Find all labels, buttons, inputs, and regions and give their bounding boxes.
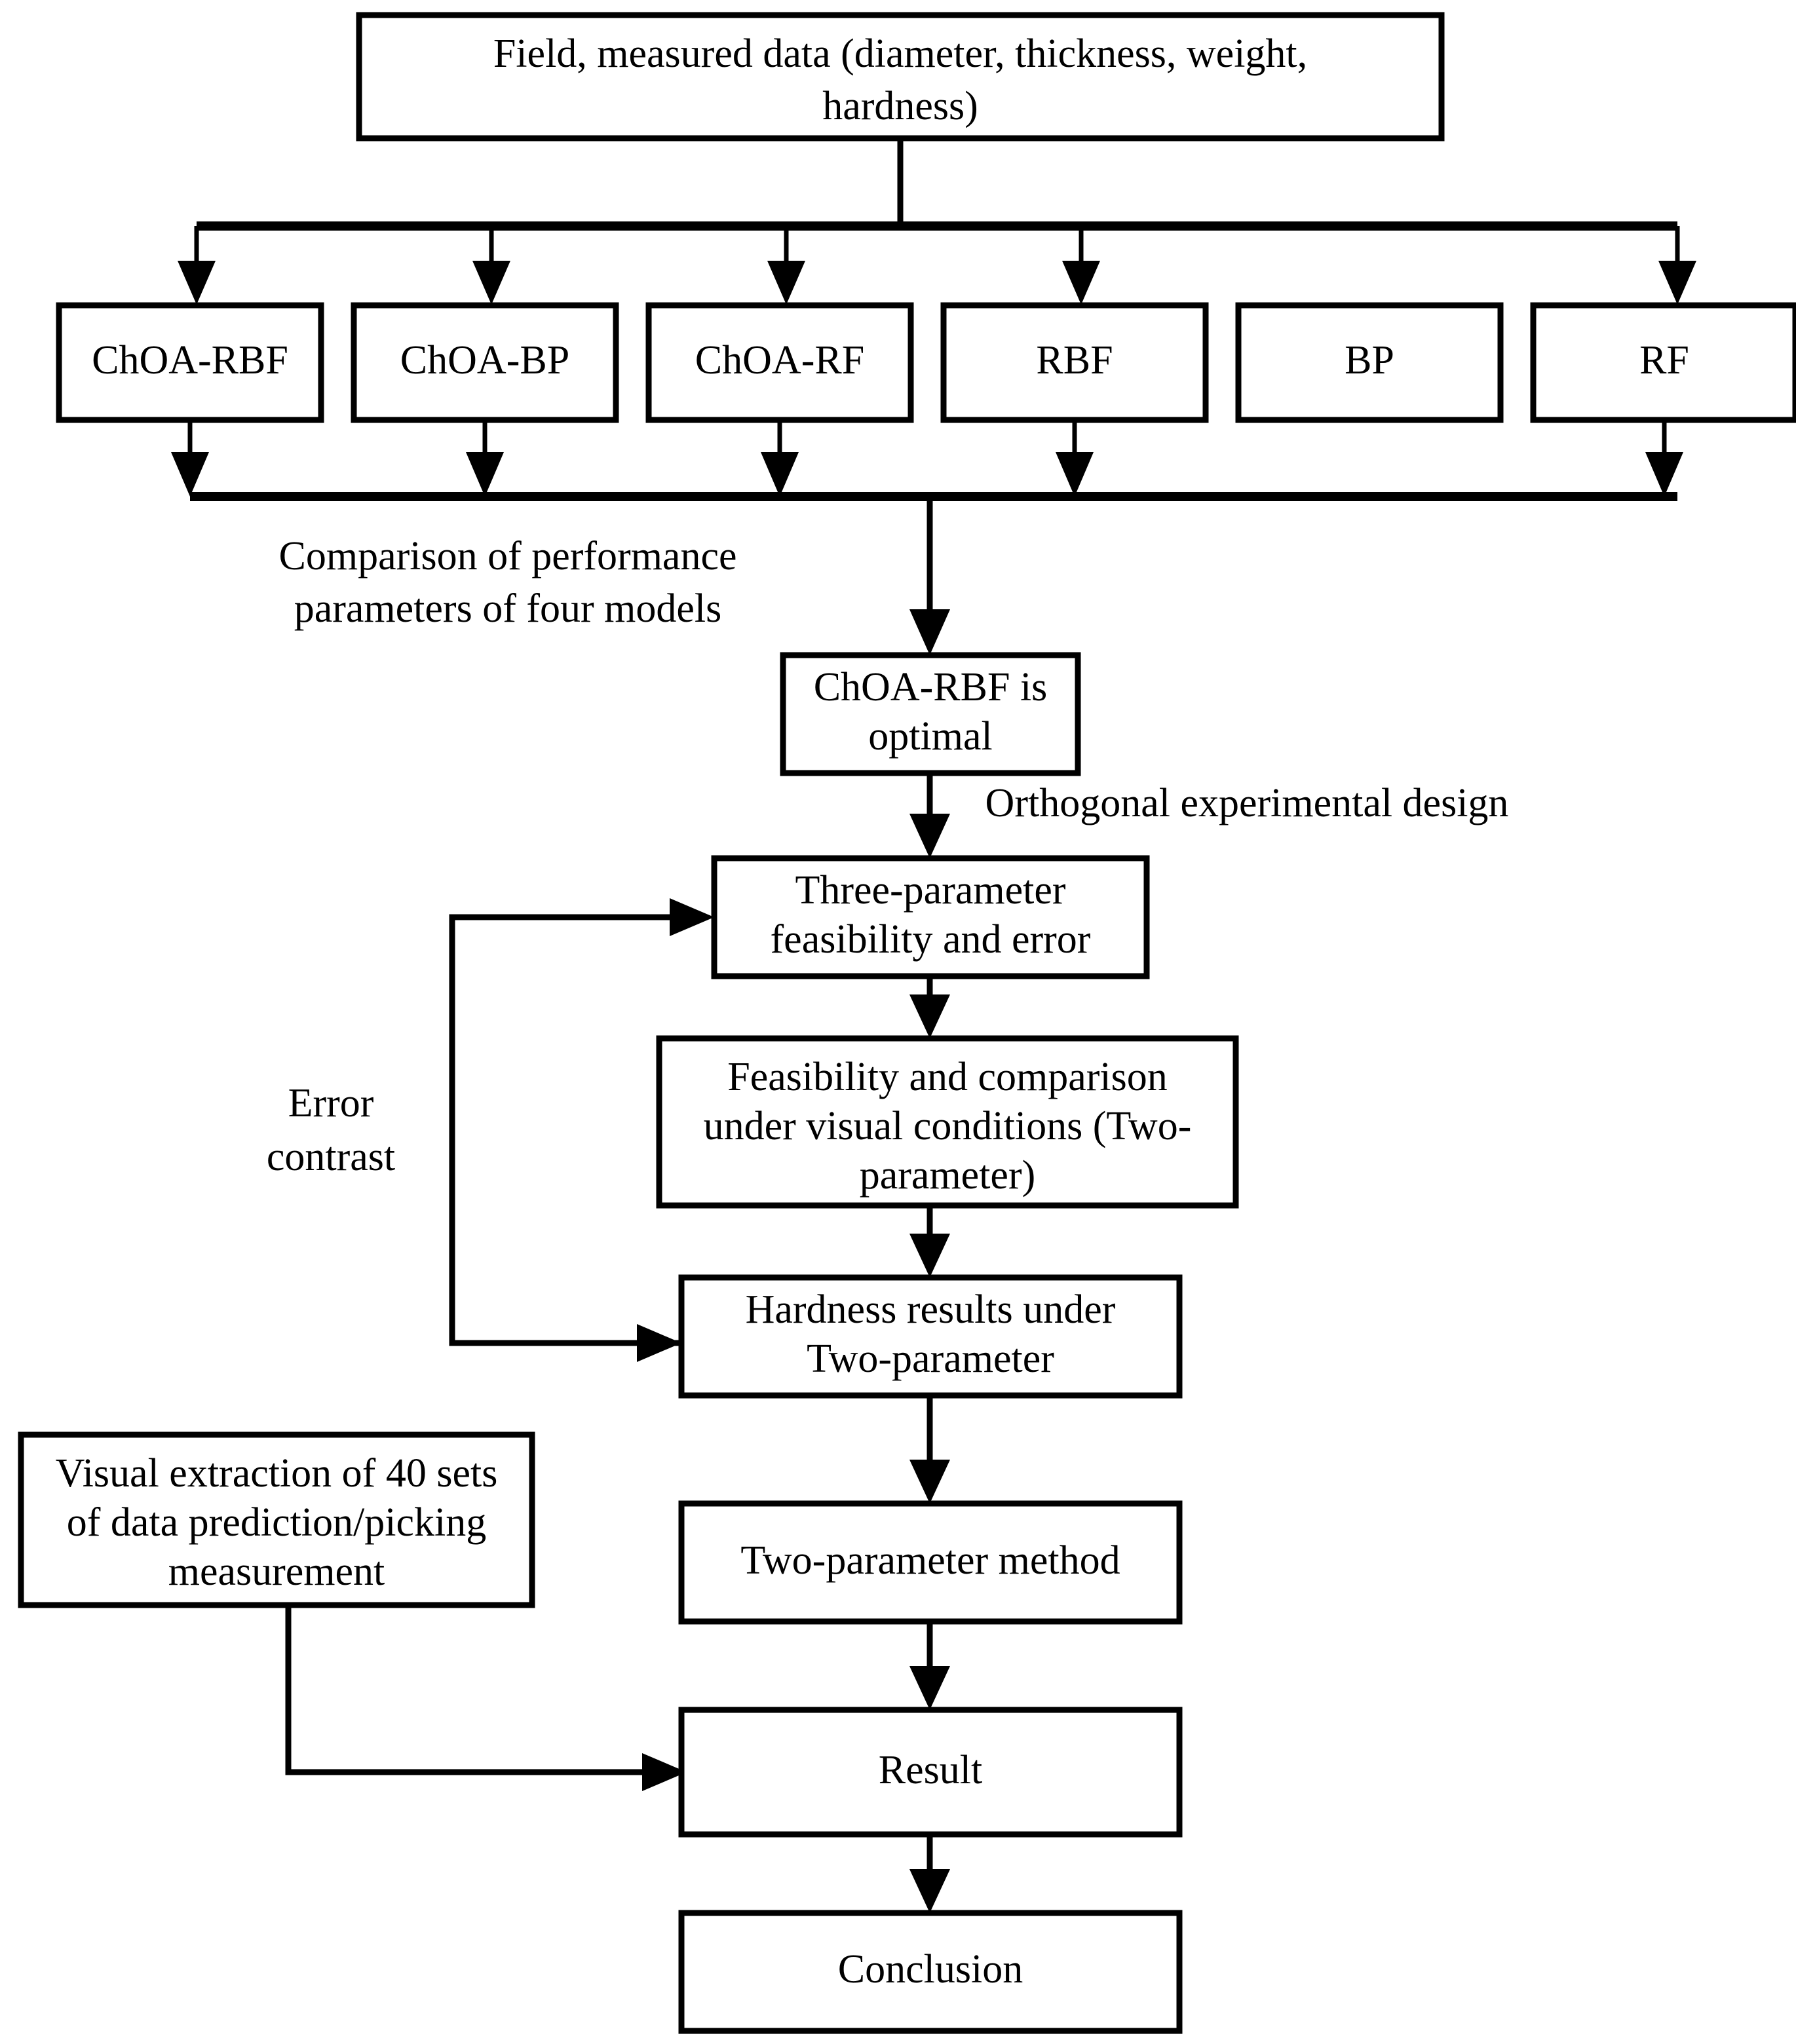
- fanout-arrow-choa-rf-head: [767, 261, 805, 305]
- edge-feasibility-to-hardness-head: [909, 1234, 950, 1278]
- node-choa-bp: ChOA-BP: [351, 302, 619, 423]
- node-visual-extraction-label-line3: measurement: [168, 1549, 385, 1594]
- node-choa-bp-label: ChOA-BP: [400, 338, 569, 383]
- node-feasibility-comparison-label-line1: Feasibility and comparison: [727, 1055, 1168, 1099]
- node-choa-bp-rect: [351, 302, 619, 423]
- node-bp-label: BP: [1345, 338, 1394, 383]
- node-visual-extraction-rect: [18, 1431, 535, 1608]
- node-visual-extraction-label-line1: Visual extraction of 40 sets: [56, 1451, 498, 1496]
- edge-visual-extraction-to-result-head: [642, 1753, 687, 1791]
- node-visual-extraction-label-line2: of data prediction/picking: [67, 1500, 486, 1545]
- node-conclusion-label: Conclusion: [838, 1947, 1023, 1992]
- node-choa-rbf-optimal-label-line1: ChOA-RBF is: [814, 665, 1048, 710]
- merge-arrow-choa-rbf-head: [171, 452, 209, 497]
- node-field-measured-data: Field, measured data (diameter, thicknes…: [356, 12, 1445, 142]
- node-feasibility-comparison-rect: [656, 1035, 1239, 1209]
- node-three-parameter-label-line2: feasibility and error: [771, 917, 1091, 962]
- node-rf-label: RF: [1639, 338, 1689, 383]
- edge-merge-to-optimal-head: [909, 609, 950, 655]
- edge-error-contrast-head-to-three-param: [670, 898, 714, 936]
- node-choa-rbf-optimal: ChOA-RBF is optimal: [780, 652, 1081, 776]
- edge-visual-extraction-to-result-path: [285, 1605, 655, 1775]
- edge-hardness-to-two-param-head: [909, 1460, 950, 1504]
- edge-result-to-conclusion-head: [909, 1869, 950, 1913]
- node-hardness-results-label-line2: Two-parameter: [807, 1336, 1054, 1381]
- edge-label-comparison: Comparison of performance parameters of …: [279, 534, 737, 631]
- edge-label-comparison-line2: parameters of four models: [294, 586, 721, 631]
- node-choa-rf: ChOA-RF: [645, 302, 914, 423]
- node-two-parameter-method: Two-parameter method: [678, 1500, 1183, 1625]
- node-result-label: Result: [879, 1748, 982, 1792]
- edge-label-error-contrast-line1: Error: [288, 1081, 374, 1126]
- node-three-parameter-label-line1: Three-parameter: [795, 868, 1065, 913]
- node-bp: BP: [1235, 302, 1504, 423]
- node-choa-rbf-optimal-label-line2: optimal: [868, 714, 992, 759]
- edge-two-param-to-result-head: [909, 1666, 950, 1710]
- merge-arrow-choa-rf-head: [761, 452, 799, 497]
- fanout-arrow-rbf-head: [1062, 261, 1100, 305]
- node-two-parameter-method-label: Two-parameter method: [740, 1538, 1120, 1583]
- edge-label-orthogonal: Orthogonal experimental design: [985, 781, 1509, 825]
- node-feasibility-comparison-label-line3: parameter): [860, 1153, 1035, 1198]
- node-choa-rbf: ChOA-RBF: [56, 302, 324, 423]
- merge-arrow-choa-bp-head: [466, 452, 504, 497]
- node-rbf-label: RBF: [1036, 338, 1113, 383]
- merge-arrows: [171, 420, 1683, 497]
- edge-three-param-to-feasibility-head: [909, 994, 950, 1038]
- edge-label-error-contrast-line2: contrast: [267, 1135, 395, 1179]
- node-three-parameter: Three-parameter feasibility and error: [711, 855, 1150, 979]
- fanout-arrows: [178, 226, 1696, 305]
- edge-label-error-contrast: Error contrast: [267, 1081, 395, 1179]
- node-choa-rbf-optimal-rect: [780, 652, 1081, 776]
- node-two-parameter-method-rect: [678, 1500, 1183, 1625]
- node-choa-rbf-label: ChOA-RBF: [92, 338, 288, 383]
- edge-visual-extraction-to-result: [285, 1605, 687, 1791]
- node-hardness-results: Hardness results under Two-parameter: [678, 1274, 1183, 1399]
- node-rbf: RBF: [940, 302, 1209, 423]
- node-three-parameter-rect: [711, 855, 1150, 979]
- node-feasibility-comparison: Feasibility and comparison under visual …: [656, 1035, 1239, 1209]
- node-conclusion-rect: [678, 1910, 1183, 2034]
- node-field-measured-data-label-line2: hardness): [822, 84, 978, 128]
- edge-error-contrast-path: [449, 914, 681, 1346]
- node-conclusion: Conclusion: [678, 1910, 1183, 2034]
- node-rf: RF: [1530, 302, 1796, 423]
- node-choa-rf-label: ChOA-RF: [695, 338, 864, 383]
- node-choa-rbf-rect: [56, 302, 324, 423]
- node-rf-rect: [1530, 302, 1796, 423]
- fanout-arrow-choa-rbf-head: [178, 261, 216, 305]
- node-hardness-results-rect: [678, 1274, 1183, 1399]
- merge-arrow-rbf-head: [1056, 452, 1094, 497]
- edge-optimal-to-three-param-head: [909, 814, 950, 858]
- node-feasibility-comparison-label-line2: under visual conditions (Two-: [704, 1104, 1192, 1148]
- node-field-measured-data-label-line1: Field, measured data (diameter, thicknes…: [493, 31, 1307, 76]
- edge-error-contrast-loop: [449, 898, 714, 1362]
- merge-arrow-rf-head: [1645, 452, 1683, 497]
- edge-label-comparison-line1: Comparison of performance: [279, 534, 737, 578]
- node-bp-rect: [1235, 302, 1504, 423]
- node-field-measured-data-rect: [356, 12, 1445, 142]
- node-rbf-rect: [940, 302, 1209, 423]
- fanout-arrow-choa-bp-head: [472, 261, 510, 305]
- node-visual-extraction: Visual extraction of 40 sets of data pre…: [18, 1431, 535, 1608]
- node-hardness-results-label-line1: Hardness results under: [746, 1287, 1116, 1332]
- edge-error-contrast-head-to-hardness: [637, 1324, 681, 1362]
- fanout-arrow-rf-head: [1658, 261, 1696, 305]
- node-result: Result: [678, 1707, 1183, 1838]
